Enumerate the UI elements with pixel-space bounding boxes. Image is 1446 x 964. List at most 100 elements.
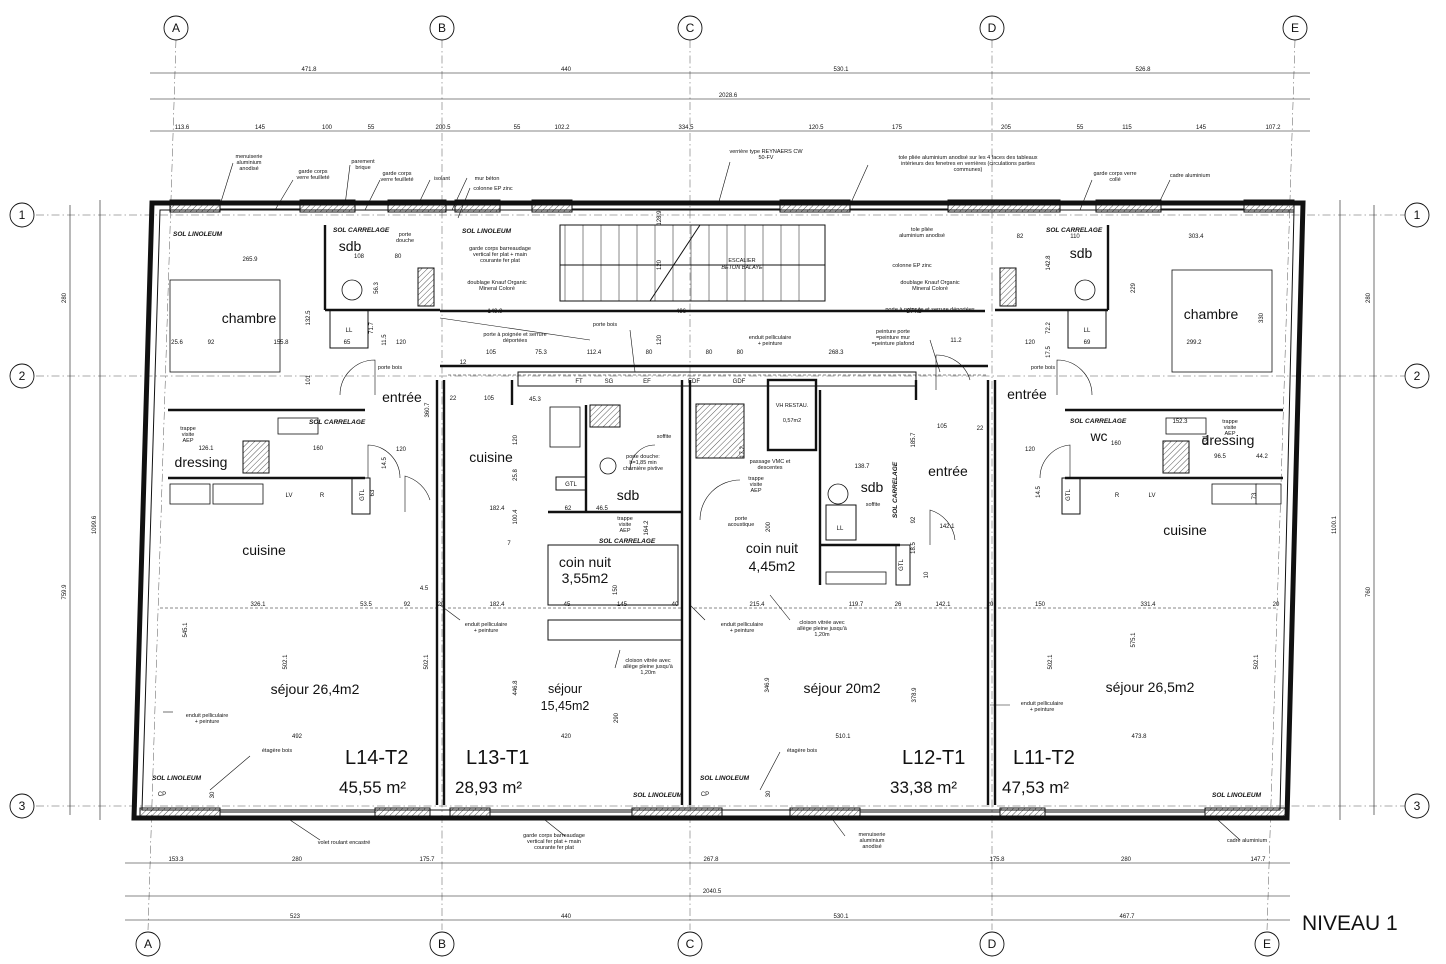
inner-dim: 12 bbox=[460, 360, 467, 366]
gtl-l13: GTL bbox=[565, 482, 577, 488]
inner-dim: 160 bbox=[1111, 441, 1122, 447]
dim-bottom-detail: 280 bbox=[292, 857, 303, 863]
note-etagere-l14: étagère bois bbox=[262, 748, 293, 754]
fixtures bbox=[169, 269, 1282, 585]
inner-dim: 92 bbox=[911, 516, 917, 523]
bed-l14 bbox=[169, 279, 281, 373]
dim-left-top: 280 bbox=[62, 292, 68, 303]
dim-top-detail: 205 bbox=[1001, 125, 1012, 131]
inner-dim: 25.6 bbox=[171, 340, 183, 346]
note-enduit-l13: enduit pelliculaire+ peinture bbox=[721, 622, 764, 634]
room-l11-wc: wc bbox=[1089, 428, 1107, 444]
room-l14-chambre: chambre bbox=[222, 310, 277, 326]
dim-bottom-span-cd: 530.1 bbox=[833, 914, 849, 920]
inner-dim: 26 bbox=[895, 602, 902, 608]
inner-dim: 473.8 bbox=[1131, 734, 1147, 740]
dim-top-detail: 55 bbox=[514, 125, 521, 131]
floor-label: SOL LINOLEUM bbox=[633, 792, 683, 799]
inner-dim: 496 bbox=[676, 309, 687, 315]
inner-dim: 20 bbox=[438, 602, 445, 608]
grid-label-2-left: 2 bbox=[19, 369, 26, 383]
unit-code-l12: L12-T1 bbox=[902, 747, 965, 769]
inner-dim: 502.1 bbox=[1254, 654, 1260, 670]
inner-dim: 149.9 bbox=[487, 309, 503, 315]
grid-label-1-left: 1 bbox=[19, 208, 26, 222]
gtl-l12: GTL bbox=[899, 559, 905, 571]
room-escalier: ESCALIER bbox=[728, 258, 755, 264]
inner-dim: 150 bbox=[1035, 602, 1046, 608]
note-soffite-2: soffite bbox=[866, 502, 881, 508]
dim-bottom-detail: 147.7 bbox=[1250, 857, 1266, 863]
unit-labels: L14-T2 45,55 m² L13-T1 28,93 m² L12-T1 3… bbox=[339, 747, 1075, 797]
dim-top-detail: 100 bbox=[322, 125, 333, 131]
dim-top-detail: 115 bbox=[1122, 125, 1132, 131]
inner-dim: 69 bbox=[1084, 340, 1091, 346]
inner-dim: 120 bbox=[513, 434, 519, 445]
inner-dim: 274.2 bbox=[906, 309, 922, 315]
room-l12-coin-nuit-area: 4,45m2 bbox=[749, 558, 796, 574]
inner-dim: 101 bbox=[306, 374, 312, 385]
dim-top-span-cd: 530.1 bbox=[833, 67, 849, 73]
note-enduit-l11: enduit pelliculaire+ peinture bbox=[1021, 701, 1064, 713]
floor-label: SOL LINOLEUM bbox=[1212, 792, 1262, 799]
dim-top-detail: 200.5 bbox=[435, 125, 451, 131]
inner-dim: 100.4 bbox=[513, 509, 519, 525]
dim-right-overall: 1100.1 bbox=[1332, 515, 1338, 534]
inner-dim: 120 bbox=[396, 340, 407, 346]
inner-dim: 18.5 bbox=[911, 542, 917, 554]
inner-dim: 80 bbox=[646, 350, 653, 356]
inner-dim: 185.7 bbox=[911, 432, 917, 448]
inner-dim: 502.1 bbox=[1048, 654, 1054, 670]
r-l11: R bbox=[1115, 493, 1120, 499]
inner-dim: 65 bbox=[344, 340, 351, 346]
shaft-edf: EDF bbox=[688, 379, 700, 385]
inner-dim: 112.4 bbox=[587, 350, 602, 356]
unit-code-l13: L13-T1 bbox=[466, 747, 529, 769]
grid-label-d-top: D bbox=[988, 21, 997, 35]
unit-code-l14: L14-T2 bbox=[345, 747, 408, 769]
inner-dim: 14.5 bbox=[382, 457, 388, 469]
dim-bottom-span-ab: 523 bbox=[290, 914, 301, 920]
gtl-l11: GTL bbox=[1066, 489, 1072, 501]
dim-top-detail: 120.5 bbox=[808, 125, 824, 131]
dim-bottom-span-bc: 440 bbox=[561, 914, 572, 920]
note-enduit-l14b: enduit pelliculaire+ peinture bbox=[186, 713, 229, 725]
unit-area-l13: 28,93 m² bbox=[455, 778, 522, 797]
inner-dim: 142.1 bbox=[939, 524, 955, 530]
inner-dim: 105 bbox=[937, 424, 948, 430]
lv-l14: LV bbox=[286, 493, 293, 499]
room-l14-entree: entrée bbox=[382, 389, 422, 405]
note-mur-beton: mur béton bbox=[475, 176, 500, 182]
inner-dim: 10 bbox=[924, 571, 930, 578]
inner-dim: 378.9 bbox=[912, 687, 918, 703]
floor-label: SOL CARRELAGE bbox=[892, 461, 899, 518]
inner-dim: 101 bbox=[1203, 434, 1209, 445]
inner-dim: 7 bbox=[507, 541, 511, 547]
dim-bottom-detail: 175.7 bbox=[419, 857, 435, 863]
interior-walls bbox=[168, 224, 1283, 805]
inner-dim: 108 bbox=[354, 254, 365, 260]
inner-dim: 330 bbox=[1259, 312, 1265, 323]
note-porte-bois: porte bois bbox=[593, 322, 617, 328]
gtl-l14: GTL bbox=[360, 489, 366, 501]
dim-top-detail: 145 bbox=[255, 125, 266, 131]
inner-dim: 326.1 bbox=[250, 602, 266, 608]
grid-label-3-right: 3 bbox=[1414, 799, 1421, 813]
inner-dim: 105 bbox=[484, 396, 495, 402]
inner-dim: 145 bbox=[617, 602, 628, 608]
room-l12-entree: entrée bbox=[928, 463, 968, 479]
shaft-labels: FT SG EF EDF GDF bbox=[575, 379, 745, 385]
grid-label-c-bottom: C bbox=[686, 937, 695, 951]
dim-top-span-bc: 440 bbox=[561, 67, 572, 73]
inner-dim: 92 bbox=[404, 602, 411, 608]
note-volet-roulant: volet roulant encastré bbox=[318, 840, 371, 846]
shaft-sg: SG bbox=[605, 379, 614, 385]
r-l14: R bbox=[320, 493, 325, 499]
grid-label-d-bottom: D bbox=[988, 937, 997, 951]
inner-dim: 45.3 bbox=[529, 397, 541, 403]
